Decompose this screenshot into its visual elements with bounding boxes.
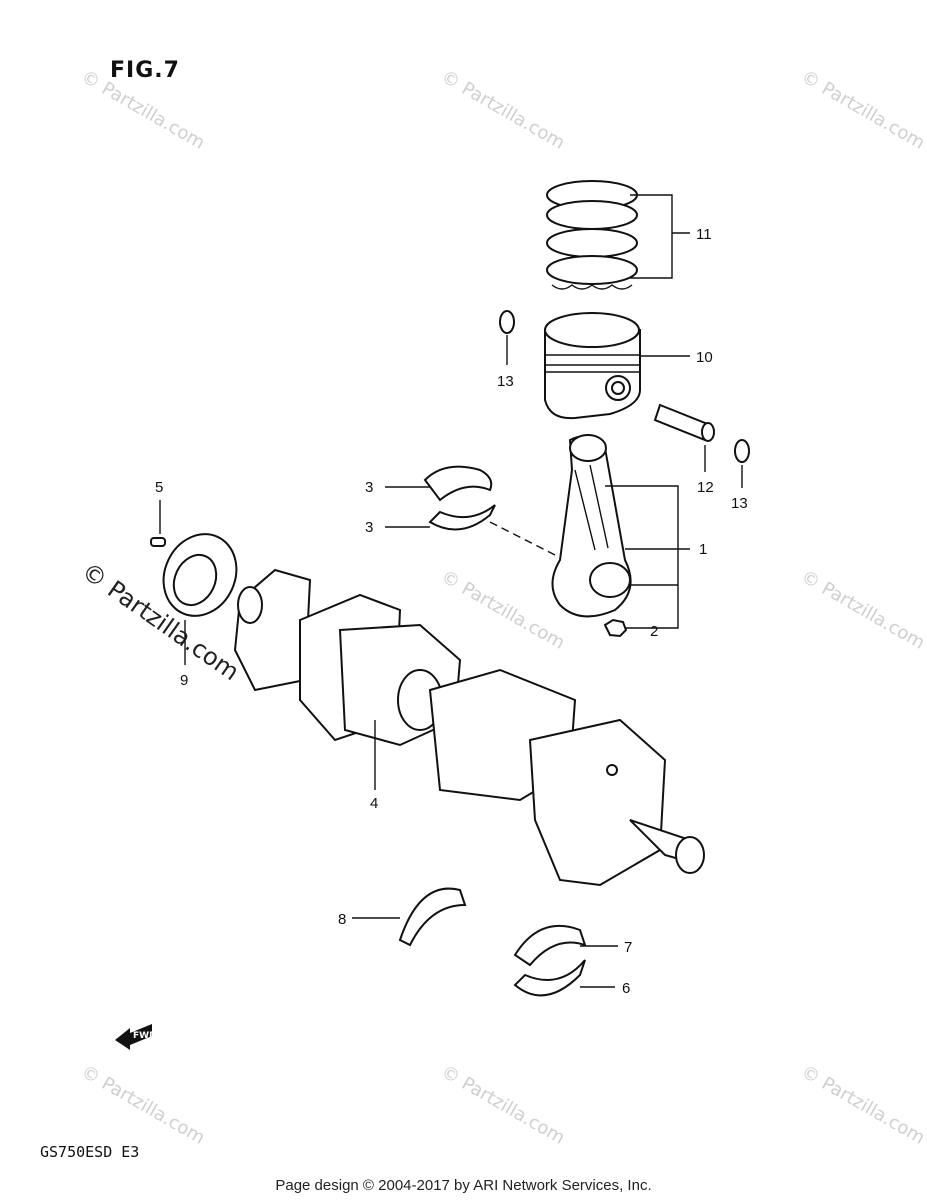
connecting-rod [551, 434, 632, 618]
callout-13a: 13 [497, 373, 514, 390]
model-code: GS750ESD E3 [40, 1143, 140, 1161]
rod-nut [603, 618, 628, 638]
callout-11: 11 [696, 226, 712, 243]
callout-4: 4 [370, 795, 378, 812]
conrod-bearings [423, 465, 496, 531]
callout-12: 12 [697, 479, 714, 496]
main-bearings [513, 924, 587, 997]
page-footer: Page design © 2004-2017 by ARI Network S… [275, 1177, 652, 1194]
piston [544, 312, 641, 420]
dowel-pin [150, 537, 166, 547]
watermark: © Partzilla.com [798, 66, 927, 154]
callout-8: 8 [338, 911, 346, 928]
watermark: © Partzilla.com [438, 66, 569, 154]
watermark: © Partzilla.com [438, 566, 569, 654]
circlips [499, 310, 750, 463]
piston-pin [653, 403, 715, 442]
figure-title: FIG.7 [110, 58, 180, 83]
callout-5: 5 [155, 479, 163, 496]
watermark: © Partzilla.com [438, 1061, 569, 1149]
thrust-bearing [398, 887, 467, 947]
callout-1: 1 [699, 541, 707, 558]
watermark: © Partzilla.com [78, 66, 209, 154]
callouts: 1 2 3 3 4 5 6 7 8 9 10 11 12 13 13 [155, 226, 748, 997]
bearing-dash-line [489, 521, 556, 556]
callout-2: 2 [650, 623, 658, 640]
leader-lines [159, 194, 743, 988]
watermark: © Partzilla.com [78, 1061, 209, 1149]
callout-13b: 13 [731, 495, 748, 512]
oil-seal [162, 533, 238, 617]
watermark: © Partzilla.com [798, 566, 927, 654]
callout-6: 6 [622, 980, 630, 997]
callout-3b: 3 [365, 519, 373, 536]
piston-rings [546, 180, 638, 290]
callout-10: 10 [696, 349, 713, 366]
forward-label: FWD [133, 1031, 157, 1041]
callout-3a: 3 [365, 479, 373, 496]
forward-arrow: FWD [115, 1024, 157, 1050]
crankshaft [233, 568, 705, 887]
callout-9: 9 [180, 672, 188, 689]
callout-7: 7 [624, 939, 632, 956]
watermark: © Partzilla.com [798, 1061, 927, 1149]
